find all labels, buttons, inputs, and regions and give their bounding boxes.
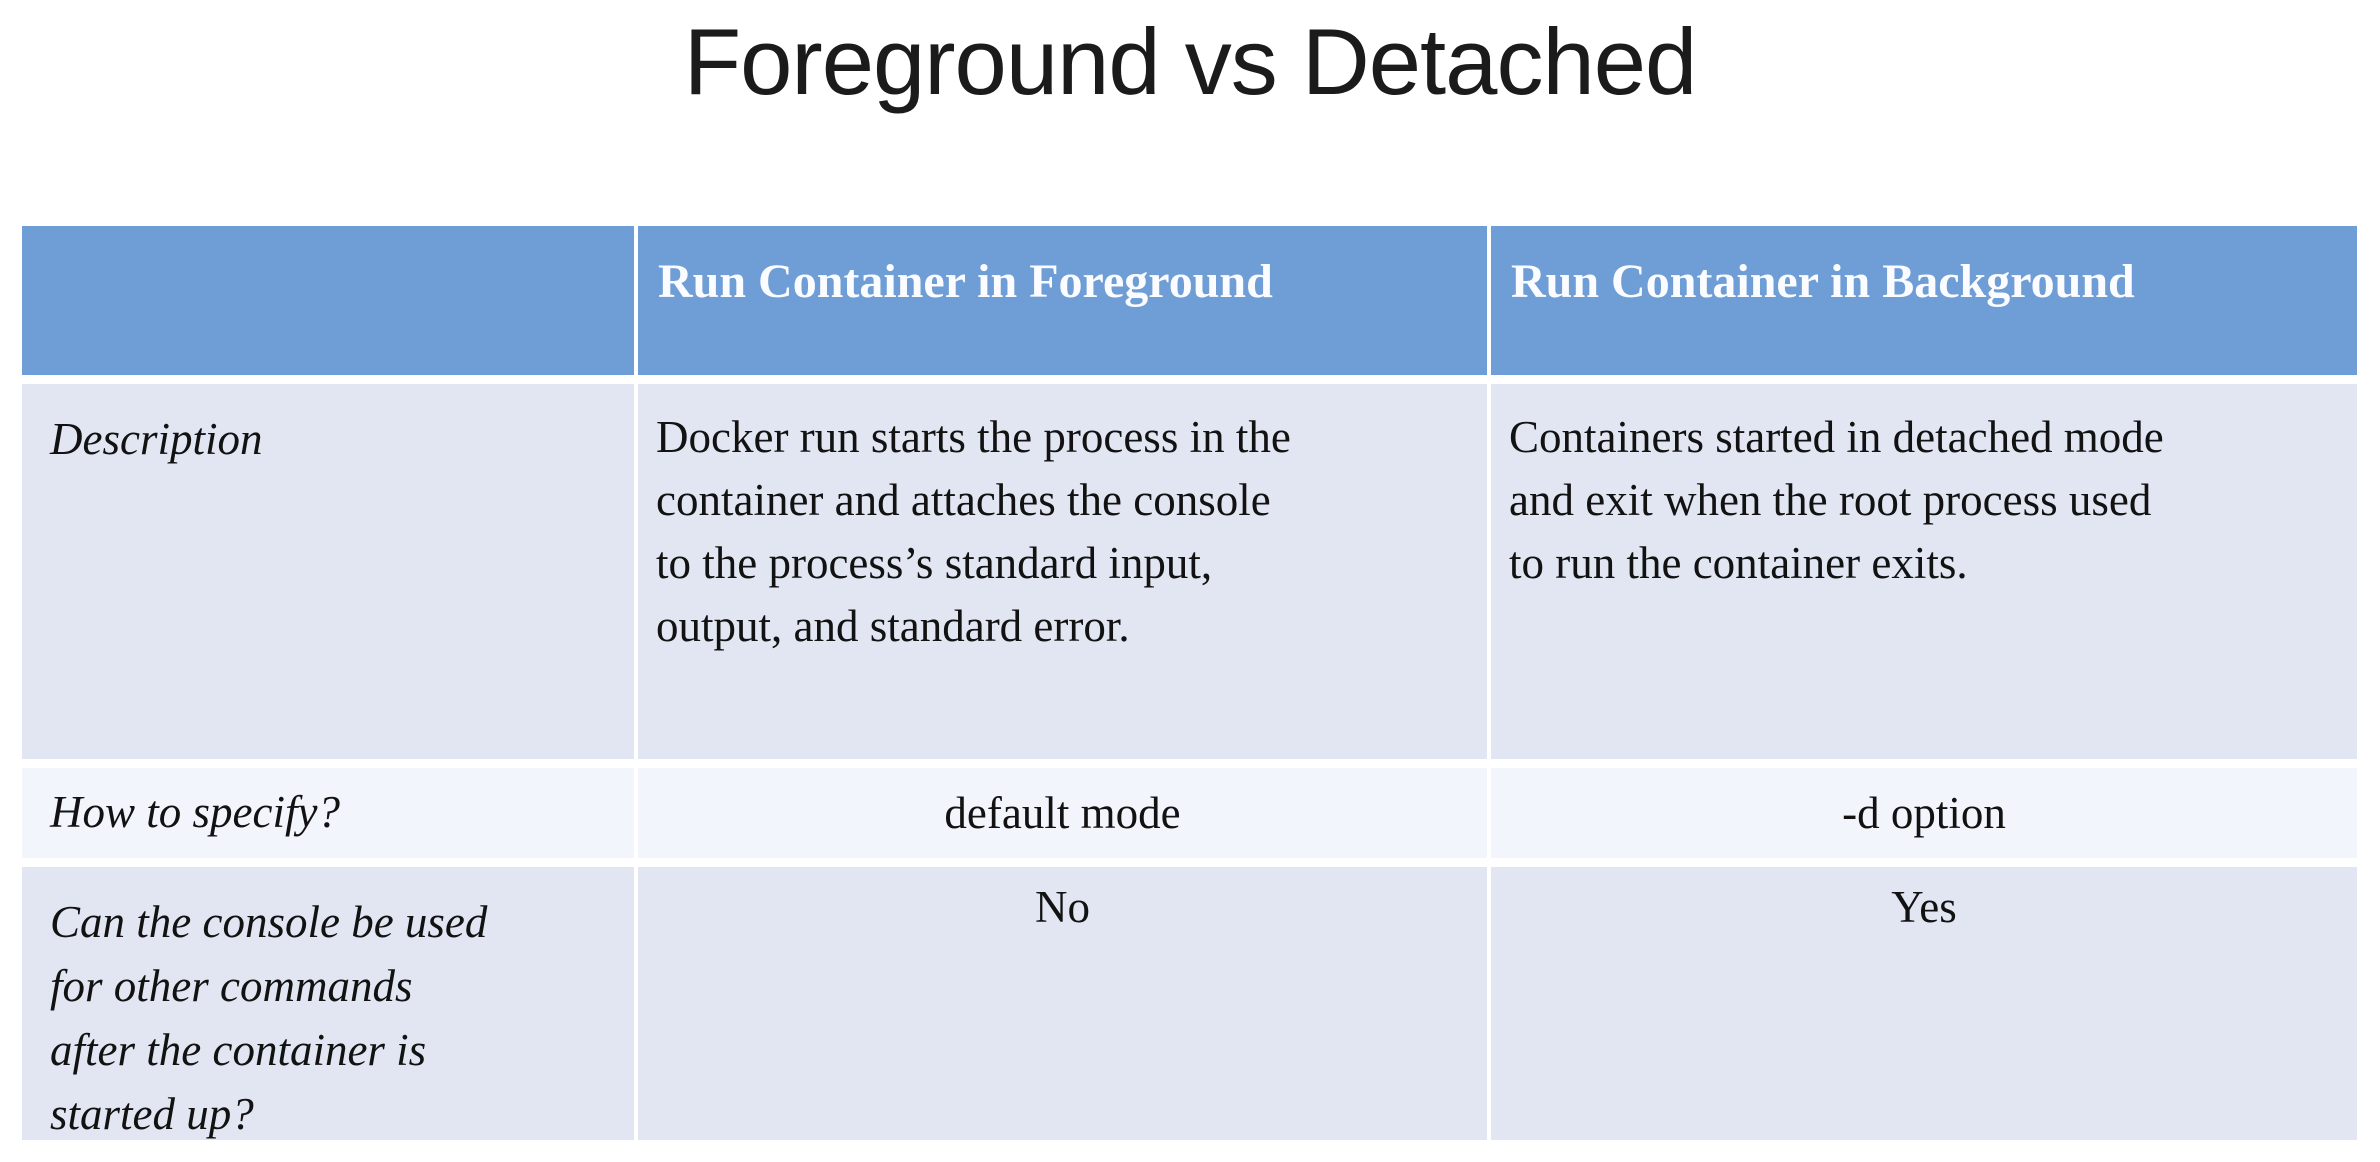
row-label-console-reuse: Can the console be used for other comman… xyxy=(22,867,634,1140)
row-label-how-to-specify: How to specify? xyxy=(22,768,634,858)
cell-specify-foreground: default mode xyxy=(638,768,1487,858)
cell-console-background: Yes xyxy=(1491,867,2357,1140)
table-header-background: Run Container in Background xyxy=(1491,226,2357,375)
cell-description-background: Containers started in detached mode and … xyxy=(1491,384,2357,759)
table-header-foreground: Run Container in Foreground xyxy=(638,226,1487,375)
row-label-description: Description xyxy=(22,384,634,759)
page-title: Foreground vs Detached xyxy=(683,9,1698,114)
cell-description-foreground: Docker run starts the process in the con… xyxy=(638,384,1487,759)
cell-specify-background: -d option xyxy=(1491,768,2357,858)
table-header-empty xyxy=(22,226,634,375)
comparison-table: Run Container in Foreground Run Containe… xyxy=(22,226,2357,1140)
cell-console-foreground: No xyxy=(638,867,1487,1140)
